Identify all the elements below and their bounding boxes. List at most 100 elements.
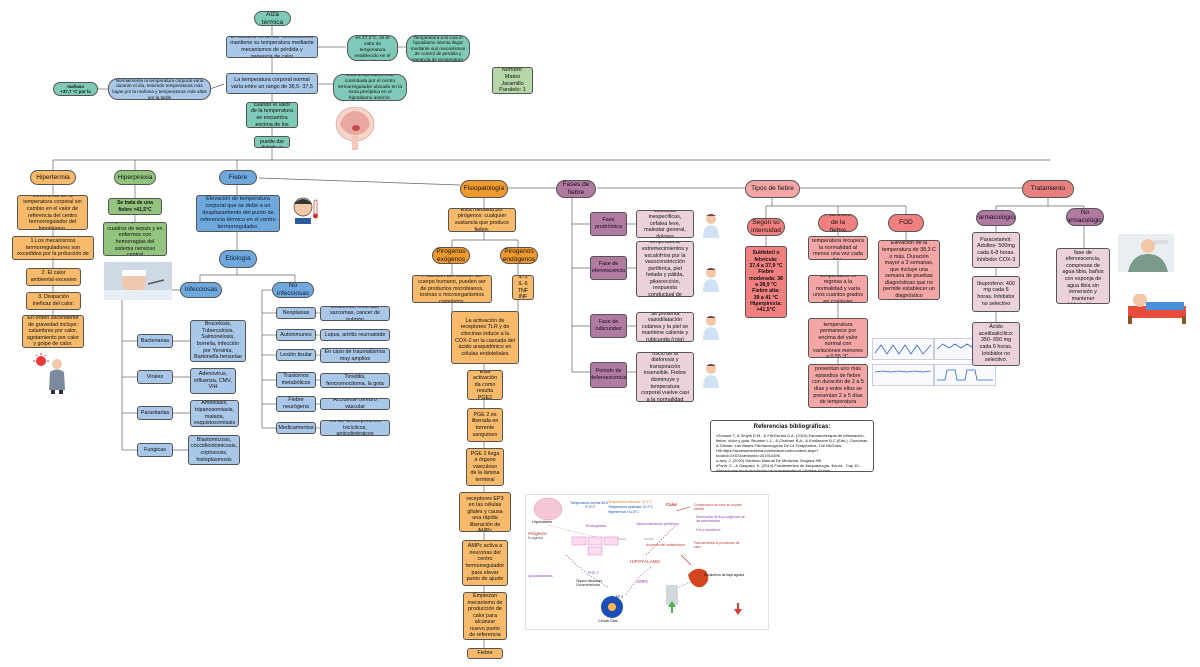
noinf-autoinmunes: Autoinmunes bbox=[276, 329, 316, 341]
patron-recurrente: Recurrentes: presentan uno más episodios… bbox=[808, 364, 868, 408]
fase-rubicundez: Fase de rubicundez bbox=[590, 314, 627, 338]
fase-efervescencia-desc: Se incrementa la temperatura, estremecim… bbox=[636, 241, 694, 297]
setpoint-box: Esta temperatura está controlada por el … bbox=[333, 74, 407, 101]
fase-rubicundez-desc: Se presenta vasodilatación cutánea y la … bbox=[636, 312, 694, 342]
fisio-step-2: Esta activación da como resulta PGE2 bbox=[467, 370, 503, 400]
inf-fungicas-ex: Blastomicosis, coccidioidomicosis, cript… bbox=[188, 435, 240, 465]
fod-node: FOD bbox=[888, 214, 924, 232]
noinf-neurogena-ex: Accidente cerebro vascular bbox=[320, 398, 390, 410]
noinf-lesion: Lesión tisular bbox=[276, 349, 316, 361]
fig-exogenos: Exógenos bbox=[528, 536, 544, 540]
tratamiento-title: Tratamiento bbox=[1022, 180, 1074, 198]
fiebre-title: Fiebre bbox=[219, 170, 257, 185]
fig-hipotalamo: Hipotálamo bbox=[532, 519, 553, 524]
inf-virales-ex: Adenovirus, influenza, CMV, VIH bbox=[190, 368, 236, 394]
intensidad-desc: Subfebril o febrícula: 37,4 a 37,9 °C Fi… bbox=[745, 246, 787, 318]
fig-pirogenos: Pirógenos bbox=[528, 531, 547, 536]
hipertermia-def: Incremento de la temperatura corporal si… bbox=[17, 195, 88, 230]
tipos-title: Tipos de fiebre bbox=[745, 180, 800, 198]
fase-prodromica-desc: Molestias inespecíficas, cefalea leve, m… bbox=[636, 210, 694, 238]
fig-pge2: PGE 2 bbox=[588, 571, 599, 575]
intensidad-node: Según su intensidad bbox=[747, 218, 785, 236]
fase-defervescencia: Periodo de defervescencia bbox=[590, 362, 627, 388]
homeotermo-box: El humano es un ser homeotermo, mantiene… bbox=[226, 36, 318, 58]
fisio-step-6: AMPc activa a neuronas del centro termor… bbox=[462, 540, 508, 586]
fig-temp-ajuste: Temperatura ajustada: 37,2°C bbox=[608, 505, 654, 509]
fig-vasoconstriccion: Vasoconstricción periférica bbox=[636, 522, 679, 526]
name-card: Nombre: Mateo Jaramillo Paralelo: 1 bbox=[492, 67, 533, 94]
patient-bed-icon bbox=[1126, 280, 1188, 324]
fases-title: Fases de fiebre bbox=[556, 180, 596, 198]
fig-frio: Frío y escalofríos bbox=[696, 528, 721, 532]
fig-ep3: EP 3 bbox=[616, 595, 623, 599]
fig-temp-elev: Temperatura elevada: 37,3°C bbox=[608, 500, 653, 504]
fase-efervescencia: Fase de efervescencia bbox=[590, 256, 627, 280]
fisio-step-8: Fiebre bbox=[467, 648, 503, 659]
person-icon-4 bbox=[700, 362, 722, 388]
fig-organo: Órgano Vasculoso Circunventricular bbox=[576, 579, 602, 587]
hiperpirexia-title: Hiperpirexia bbox=[114, 170, 156, 185]
patron-remitente: Remitentes: temperatura no regresa a la … bbox=[808, 275, 868, 303]
inf-bacterianas-ex: Brucelosis, Tuberculosis, Salmonelosis, … bbox=[190, 320, 246, 362]
references-title: Referencias bibliográficas: bbox=[753, 424, 831, 430]
references-box: Referencias bibliográficas: •Grosser T, … bbox=[710, 420, 874, 472]
pattern-chart-3 bbox=[872, 364, 934, 386]
infecciosas-node: Infecciosas bbox=[180, 282, 222, 298]
fase-defervescencia-desc: Inicio de la diaforesis y transpiración … bbox=[636, 352, 694, 402]
fig-calor: Calor bbox=[666, 502, 678, 507]
acido-acetilsalicilico: Ácido acetilsalicílico: 350- 650 mg cada… bbox=[972, 322, 1020, 366]
brain-caption bbox=[374, 115, 404, 120]
hiperpirexia-def: Se trata de una fiebre >41,5°C bbox=[108, 198, 162, 215]
fisiopatologia-title: Fisiopatología bbox=[460, 180, 508, 198]
alza-termica-title: Alza térmica bbox=[254, 11, 291, 26]
fisio-step-7: Empiezan mecanismo de producción de calo… bbox=[463, 592, 507, 640]
fever-mechanism-figure: Hipotálamo Temperatura normal 36,5 - 37,… bbox=[525, 494, 769, 630]
noinf-metabolicos-ex: Tiroiditis, feocromocitoma, la gota bbox=[320, 373, 390, 388]
inf-virales: Virales bbox=[137, 370, 173, 384]
punto-ajuste-box: El punto de ajuste es 37,2°C, es el valo… bbox=[347, 35, 398, 61]
inf-parasitarias-ex: Amebiasis, tripanosomiasis, malaria, esq… bbox=[190, 400, 239, 427]
fiebre-def: Elevación de temperatura corporal que se… bbox=[196, 195, 280, 232]
inf-bacterianas: Bacterianas bbox=[137, 334, 173, 348]
farmacologico-node: Farmacológico bbox=[976, 210, 1016, 226]
values-box: +37,2°C en la mañana +37,7 °C por la tar… bbox=[53, 82, 98, 96]
fod-desc: Elevación de la temperatura de 38,3 C o … bbox=[878, 240, 940, 300]
pattern-chart-4 bbox=[934, 364, 996, 386]
inf-fungicas: Fungicas bbox=[137, 443, 173, 457]
fig-conservacion: Conservación de calor en la parte centra… bbox=[694, 503, 742, 511]
hipertermia-c2: 2. El calor ambiental excesivo bbox=[26, 268, 81, 286]
patrones-node: Patrones de la fiebre bbox=[818, 214, 858, 232]
fisio-step-1: La activación de receptores TLR y de cit… bbox=[451, 311, 519, 364]
noinf-autoinmunes-ex: Lupus, artritis reumatoide bbox=[320, 329, 390, 341]
hipertermia-title: Hipertermia bbox=[30, 170, 76, 185]
answer-box: Esto se puede dar debido a: bbox=[254, 136, 290, 148]
etiologia-node: Etiología bbox=[219, 250, 257, 268]
temp-normal-box: La temperatura corporal normal varía ent… bbox=[226, 73, 318, 94]
noinf-medicamentos-ex: IMAO, antidepresivos tricíclicos, antico… bbox=[320, 420, 390, 436]
exogenos-desc: Proceden del exterior del cuerpo humano,… bbox=[412, 275, 492, 303]
fisio-step-4: PGE 2 llega a órgano vasculoso de la lám… bbox=[466, 448, 504, 486]
patron-intermitente: Intermitente: temperatura recupera la no… bbox=[808, 236, 868, 260]
noinf-neoplasias-ex: Leucemia, linfomas, sarcomas, cancer de … bbox=[320, 306, 390, 321]
fig-lipo: Lipopolisacáridos bbox=[528, 574, 553, 578]
no-infecciosas-node: No infecciosas bbox=[272, 282, 314, 298]
noinf-metabolicos: Trastornos metabólicos bbox=[276, 372, 316, 388]
heat-stroke-icon bbox=[33, 352, 71, 394]
thermometer-icon bbox=[290, 194, 320, 224]
noinf-neoplasias: Neoplasias bbox=[276, 307, 316, 319]
brain-icon bbox=[334, 104, 376, 152]
fig-hipotalamo-upper: HIPOTÁLAMO bbox=[630, 559, 661, 564]
person-icon-3 bbox=[700, 314, 722, 340]
hiperpirexia-desc: Se puede presentar en cuadros de sepsis … bbox=[103, 222, 167, 256]
fig-temp-normal: Temperatura normal 36,5 - 37,5°C bbox=[570, 501, 610, 509]
ibuprofeno: Ibuprofeno: 400 mg cada 6 horas. Inhibid… bbox=[972, 276, 1020, 312]
variation-box: Normalmente la temperatura corporal varí… bbox=[108, 78, 211, 100]
fase-prodromica: Fase prodrómica bbox=[590, 212, 627, 236]
noinf-medicamentos: Medicamentos bbox=[276, 422, 316, 434]
no-farmacologico-node: No farmacológico bbox=[1066, 208, 1104, 226]
fig-produccion: Para aumentar la producción de calor bbox=[694, 541, 740, 549]
references-body: •Grosser T, & Smyth E.M., & FitzGerald G… bbox=[716, 433, 868, 472]
fig-hipertermia: Hipertermia >41,5°C bbox=[608, 510, 639, 514]
fisio-def: Está mediada por pirógenos: cualquier su… bbox=[448, 208, 516, 232]
fig-escalofrios: Escalofríos de baja agudía bbox=[704, 573, 745, 577]
